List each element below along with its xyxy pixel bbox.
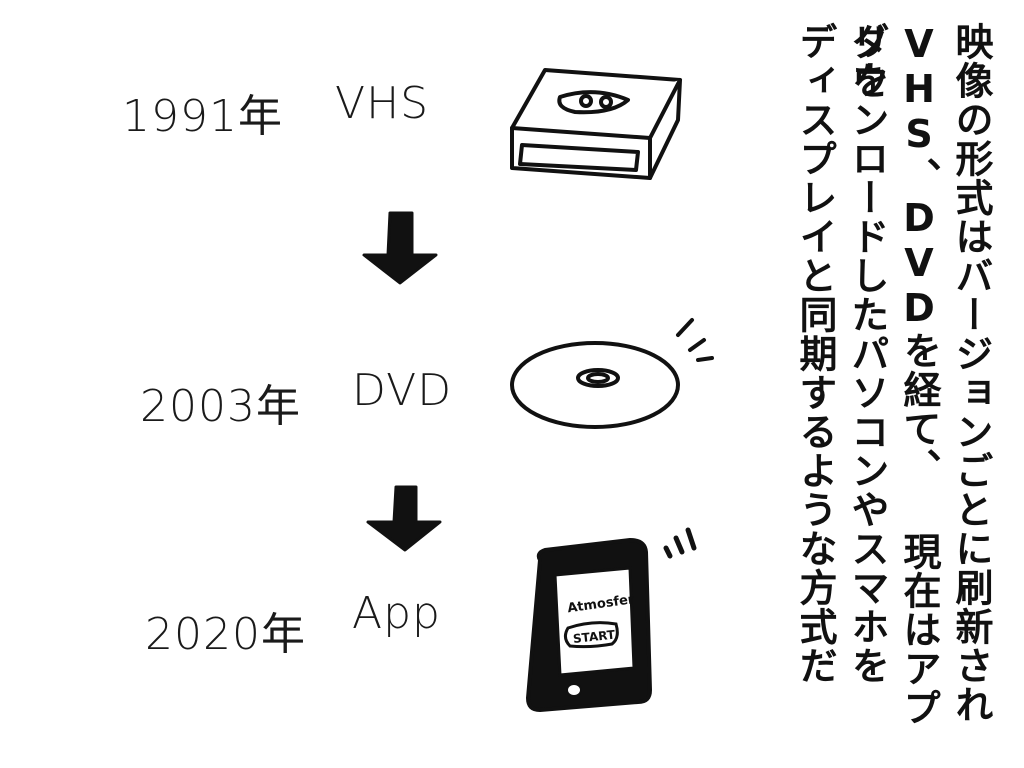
year-label-vhs: 1991年 bbox=[122, 91, 283, 142]
description-line-4: ディスプレイと同期するような方式だ bbox=[793, 22, 837, 685]
description-line-2: VHS、DVDを経て、 現在はアプリを bbox=[845, 22, 941, 727]
year-label-app: 2020年 bbox=[145, 609, 306, 660]
vhs-tape-icon bbox=[510, 68, 682, 180]
description-line-3: ダウンロードしたパソコンやスマホを bbox=[845, 22, 889, 685]
arrow-down-icon bbox=[362, 211, 438, 285]
dvd-disc-icon bbox=[510, 318, 714, 429]
description-line-1: 映像の形式はバージョンごとに刷新され bbox=[949, 22, 993, 724]
phone-start-label: START bbox=[572, 628, 616, 646]
year-label-dvd: 2003年 bbox=[140, 381, 301, 432]
smartphone-icon bbox=[526, 527, 697, 712]
format-label-dvd: DVD bbox=[352, 365, 453, 416]
format-label-vhs: VHS bbox=[335, 78, 430, 129]
format-label-app: App bbox=[352, 588, 441, 639]
arrow-down-icon bbox=[366, 485, 442, 552]
